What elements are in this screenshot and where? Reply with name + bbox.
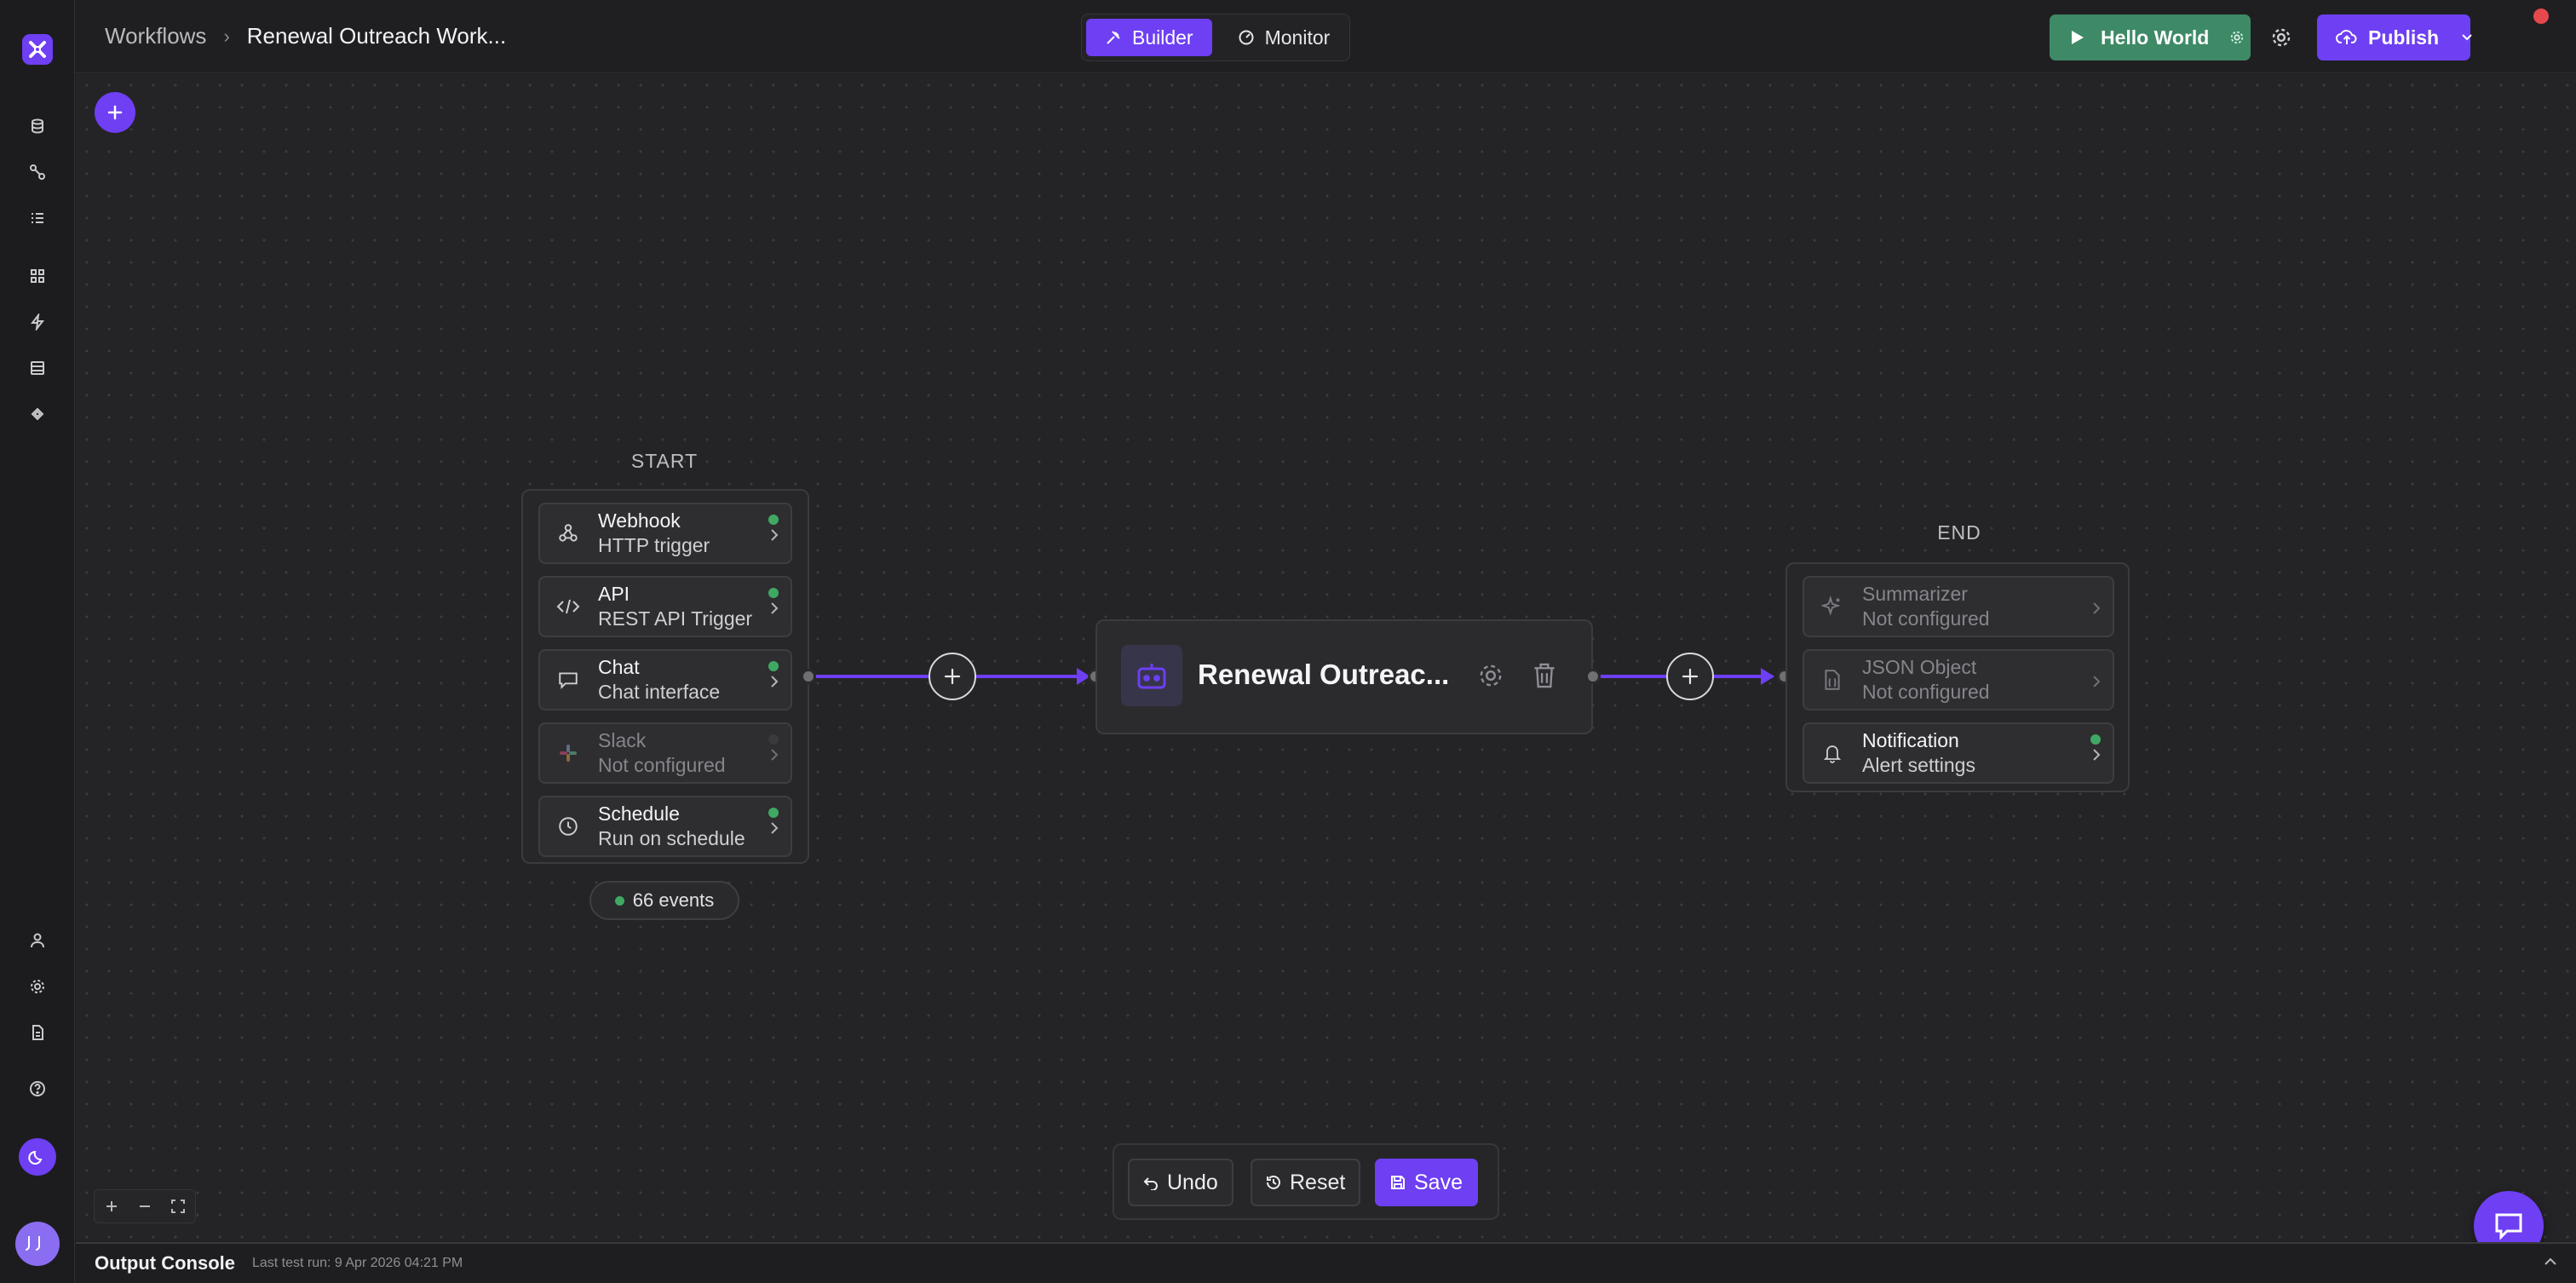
gauge-icon (1238, 29, 1255, 46)
bell-icon (1820, 740, 1845, 766)
run-workflow-button[interactable]: Hello World (2050, 14, 2251, 60)
save-button[interactable]: Save (1375, 1159, 1478, 1206)
tasks-icon[interactable] (22, 203, 53, 233)
clock-icon (555, 814, 581, 839)
delete-trash-icon[interactable] (1532, 662, 1557, 689)
fit-view-icon[interactable] (162, 1190, 195, 1223)
agent-node-title: Renewal Outreac... (1198, 659, 1450, 690)
chevron-right-icon (770, 601, 779, 615)
hammer-icon (1105, 29, 1122, 46)
insert-step-button[interactable] (929, 653, 976, 700)
agent-node[interactable]: Renewal Outreac... (1095, 619, 1593, 734)
grid-icon[interactable] (22, 261, 53, 291)
status-dot (768, 515, 779, 525)
output-console-title: Output Console (95, 1252, 235, 1274)
file-json-icon (1820, 667, 1845, 693)
theme-toggle-moon-icon[interactable] (19, 1138, 56, 1176)
avatar[interactable] (15, 1222, 60, 1266)
add-node-button[interactable] (95, 92, 135, 133)
save-icon (1390, 1175, 1406, 1190)
app-logo-icon[interactable] (22, 34, 53, 65)
breadcrumb-current[interactable]: Renewal Outreach Work... (246, 23, 507, 49)
chevron-right-icon (2092, 748, 2101, 762)
status-dot (768, 734, 779, 745)
user-icon[interactable] (22, 925, 53, 956)
undo-button[interactable]: Undo (1128, 1159, 1233, 1206)
agent-output-port[interactable] (1585, 669, 1601, 684)
chevron-right-icon (2092, 675, 2101, 688)
webhook-icon (555, 521, 581, 546)
status-dot (768, 661, 779, 671)
breadcrumb-chevron-icon: › (223, 25, 230, 47)
arrowhead-icon (1077, 668, 1090, 685)
workflow-icon[interactable] (22, 157, 53, 187)
table-icon[interactable] (22, 353, 53, 383)
last-test-run: Last test run: 9 Apr 2026 04:21 PM (251, 1256, 463, 1270)
chevron-down-icon[interactable] (2461, 33, 2473, 42)
tab-builder[interactable]: Builder (1086, 19, 1212, 56)
slack-icon (555, 740, 581, 766)
breadcrumb-workflows-link[interactable]: Workflows (105, 23, 207, 49)
insert-step-button[interactable] (1666, 653, 1714, 700)
status-dot (2090, 734, 2101, 745)
run-settings-gear-icon[interactable] (2229, 30, 2245, 45)
publish-button[interactable]: Publish (2317, 14, 2473, 60)
bot-icon (1121, 645, 1182, 706)
status-dot (614, 895, 624, 906)
chevron-right-icon (2092, 601, 2101, 615)
reset-button[interactable]: Reset (1251, 1159, 1361, 1206)
settings-icon[interactable] (22, 971, 53, 1002)
integrations-icon[interactable] (22, 399, 53, 429)
action-bar: Undo Reset Save (1113, 1143, 1499, 1220)
chat-icon (555, 667, 581, 693)
chevron-right-icon (770, 821, 779, 835)
cloud-upload-icon (2336, 28, 2358, 47)
notification-badge (2533, 9, 2549, 24)
end-group-label: END (1937, 521, 1981, 544)
arrowhead-icon (1761, 668, 1774, 685)
zoom-out-icon[interactable] (128, 1190, 161, 1223)
status-dot (768, 588, 779, 598)
zoom-controls (94, 1189, 196, 1223)
database-icon[interactable] (22, 111, 53, 141)
events-count-badge[interactable]: 66 events (589, 881, 739, 920)
node-settings-gear-icon[interactable] (1477, 662, 1504, 689)
workflow-settings-gear-icon[interactable] (2264, 20, 2298, 55)
help-icon[interactable] (22, 1073, 53, 1104)
start-group-label: START (630, 450, 699, 472)
document-icon[interactable] (22, 1017, 53, 1048)
chevron-right-icon (770, 528, 779, 542)
mode-switcher: Builder Monitor (1081, 14, 1350, 61)
status-dot (768, 808, 779, 818)
left-rail (0, 0, 75, 1283)
tab-monitor[interactable]: Monitor (1219, 19, 1349, 56)
code-icon (555, 594, 581, 619)
zoom-in-icon[interactable] (95, 1190, 128, 1223)
output-console-bar[interactable]: Output Console Last test run: 9 Apr 2026… (76, 1242, 2576, 1283)
chevron-up-icon[interactable] (2544, 1256, 2557, 1266)
chevron-right-icon (770, 748, 779, 762)
lightning-icon[interactable] (22, 307, 53, 337)
history-icon (1266, 1175, 1281, 1190)
sparkles-icon (1820, 594, 1845, 619)
undo-icon (1143, 1175, 1159, 1190)
chevron-right-icon (770, 675, 779, 688)
start-output-port[interactable] (801, 669, 816, 684)
play-icon (2070, 29, 2085, 46)
breadcrumb: Workflows › Renewal Outreach Work... (105, 23, 506, 49)
